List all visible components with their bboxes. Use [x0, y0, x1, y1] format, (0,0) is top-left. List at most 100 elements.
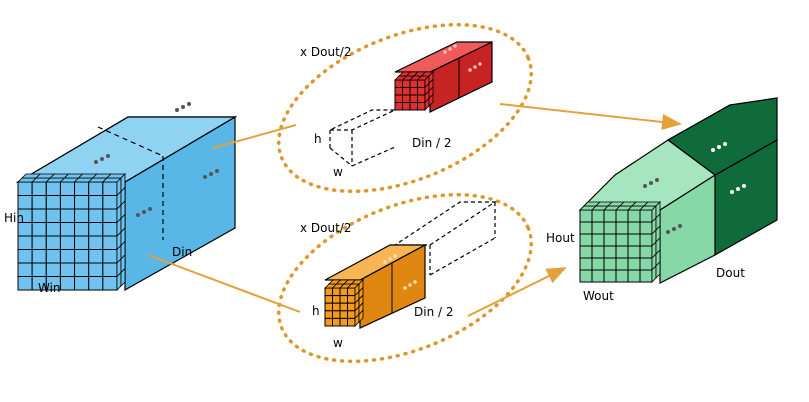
top-to-output-arrow	[499, 103, 682, 130]
top-cell	[409, 94, 418, 103]
bottom-cell	[332, 310, 341, 319]
input-cell	[31, 249, 47, 264]
input-cell	[45, 249, 61, 264]
input-cell	[31, 181, 47, 196]
input-cell	[88, 249, 104, 264]
input-cell	[59, 195, 76, 210]
input-cell	[31, 235, 47, 250]
top-cell	[394, 87, 403, 96]
input-cell	[45, 222, 61, 237]
input-cell	[17, 276, 33, 291]
output-cell	[579, 269, 593, 283]
top-repeat-label: x Dout/2	[300, 45, 352, 59]
output-cell	[615, 257, 629, 271]
output-cell	[603, 233, 617, 247]
output-cell	[591, 245, 605, 259]
output-cell	[603, 209, 617, 223]
output-cell	[579, 257, 593, 271]
output-cell	[627, 209, 641, 223]
bottom-cell	[339, 302, 348, 312]
input-cell	[74, 235, 90, 250]
bottom-orange-front-grid	[324, 279, 364, 327]
bottom-cell	[347, 295, 356, 304]
input-cell	[102, 235, 118, 250]
bottom-group-block	[324, 201, 497, 329]
output-cell	[627, 221, 641, 235]
output-cell	[627, 245, 641, 259]
input-cell	[59, 222, 76, 237]
top-w-label: w	[333, 165, 343, 179]
top-h-label: h	[314, 132, 322, 146]
top-cell	[417, 94, 426, 103]
bottom-repeat-label: x Dout/2	[300, 221, 352, 235]
top-cell	[417, 87, 426, 96]
bottom-h-label: h	[312, 304, 320, 318]
input-cell	[31, 222, 47, 237]
input-cell	[74, 222, 90, 237]
input-cell	[74, 208, 90, 223]
top-cell	[409, 87, 418, 96]
output-cell	[603, 257, 617, 271]
input-cell	[17, 195, 33, 210]
top-group-block	[329, 41, 493, 167]
output-cell	[615, 233, 629, 247]
input-cell	[59, 276, 76, 291]
input-cell	[88, 222, 104, 237]
output-cell	[627, 257, 641, 271]
input-cell	[102, 276, 118, 291]
output-height-label: Hout	[546, 231, 575, 245]
output-cell	[579, 233, 593, 247]
input-cell	[17, 249, 33, 264]
bottom-cell	[332, 295, 341, 304]
input-cell	[74, 276, 90, 291]
input-cell	[88, 208, 104, 223]
output-front-grid	[579, 201, 661, 283]
output-cell	[579, 221, 593, 235]
output-cell	[639, 209, 653, 223]
input-cell	[59, 262, 76, 277]
input-to-bottom-arrow	[147, 254, 301, 313]
input-cell	[17, 235, 33, 250]
top-cell	[402, 87, 411, 96]
output-cell	[615, 245, 629, 259]
bottom-cell	[332, 287, 341, 297]
input-cell	[59, 235, 76, 250]
bottom-cell	[324, 310, 333, 319]
top-cell	[394, 102, 403, 111]
bottom-cell	[339, 295, 348, 304]
bottom-cell	[332, 302, 341, 312]
input-cell	[74, 262, 90, 277]
input-cell	[45, 195, 61, 210]
top-cell	[409, 102, 418, 111]
output-cell	[639, 221, 653, 235]
input-cell	[45, 262, 61, 277]
output-cell	[627, 269, 641, 283]
output-cell	[591, 257, 605, 271]
bottom-cell	[324, 287, 333, 297]
input-cell	[102, 262, 118, 277]
top-cell	[402, 94, 411, 103]
input-cell	[88, 195, 104, 210]
input-cell	[74, 181, 90, 196]
top-cell	[417, 79, 426, 88]
input-to-top-arrow	[212, 124, 297, 149]
input-cell	[45, 235, 61, 250]
output-depth-label: Dout	[716, 266, 745, 280]
bottom-cell	[347, 287, 356, 297]
bottom-group-ellipse	[277, 192, 533, 364]
top-red-front-grid	[394, 71, 434, 111]
output-width-label: Wout	[583, 289, 614, 303]
input-cell	[17, 262, 33, 277]
input-cell-side	[120, 267, 126, 287]
output-cell	[615, 209, 629, 223]
output-cell	[591, 269, 605, 283]
input-cell	[74, 249, 90, 264]
bottom-cell	[324, 295, 333, 304]
input-depth-label: Din	[172, 245, 192, 259]
top-cell-side	[428, 93, 434, 107]
bottom-cell	[339, 317, 348, 327]
input-cell	[102, 249, 118, 264]
input-cell	[31, 195, 47, 210]
input-width-label: Win	[38, 281, 61, 295]
bottom-cell	[332, 317, 341, 327]
